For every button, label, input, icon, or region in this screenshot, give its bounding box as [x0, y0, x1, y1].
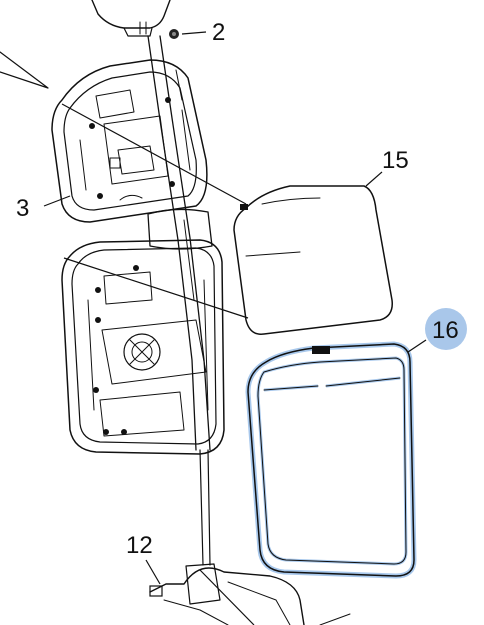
part-12-base [149, 563, 351, 625]
callout-15: 15 [382, 147, 409, 174]
leader-lines [0, 31, 427, 625]
leader-line-2 [181, 31, 207, 35]
lower-mirror-housing [61, 239, 225, 455]
assembly-line-15 [61, 103, 247, 205]
callout-16-badge [425, 308, 467, 350]
leader-line-3 [43, 195, 71, 207]
callout-16: 16 [432, 317, 459, 344]
leader-line-15 [365, 171, 383, 187]
part-16-mirror-glass [245, 341, 417, 579]
callout-12: 12 [126, 532, 153, 559]
mirror-arm-tube [147, 35, 211, 566]
callout-3: 3 [16, 195, 29, 222]
top-mount-bracket [91, 0, 171, 37]
pointer-arrow [0, 51, 49, 89]
assembly-line-16 [63, 257, 249, 319]
leader-line-12 [145, 559, 161, 585]
arm-sleeve [147, 208, 213, 250]
upper-mirror-housing [51, 59, 208, 223]
callout-2: 2 [212, 19, 225, 46]
part-15-mirror-glass [233, 185, 393, 335]
assembly-line-12 [199, 569, 255, 625]
leader-line-16 [407, 339, 427, 353]
part-2-nut [169, 29, 179, 39]
